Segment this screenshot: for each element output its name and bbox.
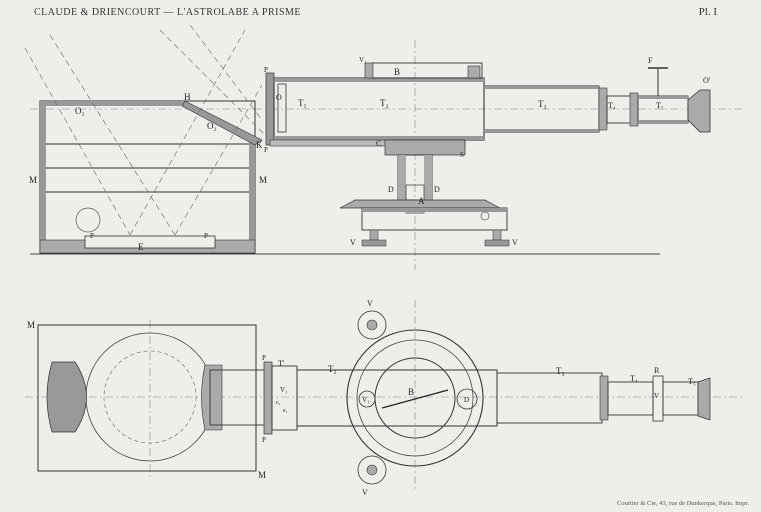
label-T1: T₁: [298, 98, 307, 108]
label-F: F: [648, 56, 653, 65]
label-V-plan-top: V: [367, 299, 373, 308]
label-T4-plan: T₄: [630, 374, 638, 383]
label-O2: O₂: [207, 121, 217, 131]
label-P-bottom-left: P: [90, 232, 94, 240]
stand-elevation: [339, 139, 510, 247]
label-D-plan: D: [464, 396, 469, 404]
label-P-bottom-right: P: [204, 232, 208, 240]
label-T2-plan: T₂: [328, 364, 337, 374]
label-K: K: [256, 140, 263, 150]
label-V-left: V: [350, 238, 356, 247]
label-A: A: [418, 196, 425, 206]
label-P-plan-top: P: [262, 354, 266, 362]
label-T3-top: T₃: [538, 99, 547, 109]
label-D-right: D: [434, 185, 440, 194]
label-M-right: M: [259, 175, 267, 185]
prism-box-plan: [37, 324, 257, 472]
telescope-plan: [209, 310, 711, 485]
prism-box-elevation: [24, 24, 266, 254]
label-V-plan-bottom: V: [362, 488, 368, 497]
label-O: O: [276, 93, 282, 102]
label-M-plan-top: M: [27, 320, 35, 330]
label-T5-top: T₅: [656, 101, 664, 110]
label-C: C: [376, 139, 381, 148]
label-T3-plan: T₃: [556, 366, 565, 376]
telescope-elevation: [265, 62, 711, 147]
label-O1: O₁: [75, 106, 85, 116]
label-P-top: P: [264, 66, 268, 74]
label-B-plan: B: [408, 387, 414, 397]
label-T5-plan: T₅: [688, 377, 696, 386]
plate-number: Pl. I: [698, 6, 717, 18]
label-T4-top: T₄: [608, 101, 616, 110]
label-E: E: [138, 242, 144, 252]
plate-title: CLAUDE & DRIENCOURT — L'ASTROLABE A PRIS…: [34, 7, 302, 18]
label-P-plan-bottom: P: [262, 436, 266, 444]
label-V1-plan: V₁: [280, 386, 288, 394]
imprint: Courtier & Cie, 43, rue de Dunkerque, Pa…: [617, 500, 749, 507]
label-H: H: [184, 92, 191, 102]
label-D-left: D: [388, 185, 394, 194]
label-B-top: B: [394, 67, 400, 77]
label-M-left: M: [29, 175, 37, 185]
label-R: R: [654, 366, 660, 375]
label-e1: e₁: [283, 408, 288, 414]
label-M-plan-bottom: M: [258, 470, 266, 480]
label-c1: c₁: [276, 400, 281, 406]
label-V1: V₁: [359, 56, 367, 64]
label-P-mid: P: [264, 146, 268, 154]
label-T2-top: T₂: [380, 98, 389, 108]
label-O-prime: O': [703, 76, 711, 85]
label-V-right: V: [512, 238, 518, 247]
label-T-prime: T': [278, 359, 285, 368]
label-V1-plan-b: V₁: [362, 396, 370, 404]
label-V-prime: V: [654, 392, 659, 400]
label-S: S: [460, 151, 464, 159]
